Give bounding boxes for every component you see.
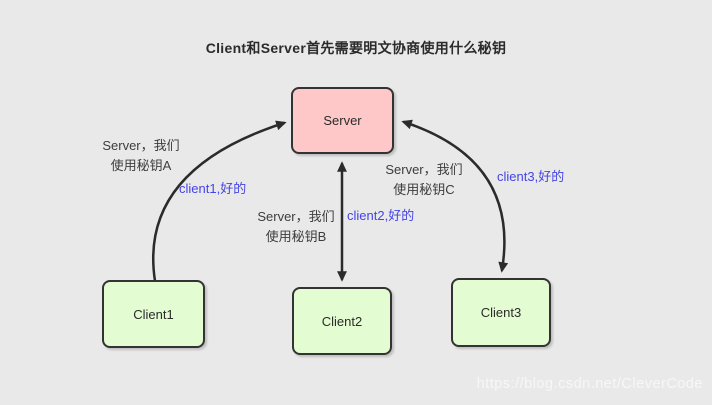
server-request-client2-line2: 使用秘钥B xyxy=(265,229,327,244)
server-node-label: Server xyxy=(323,113,362,128)
client3-node: Client3 xyxy=(451,278,551,347)
server-request-client2-line1: Server，我们 xyxy=(257,209,335,224)
server-request-client3-line2: 使用秘钥C xyxy=(393,182,455,197)
client2-reply: client2,好的 xyxy=(347,208,415,223)
server-request-client1-line2: 使用秘钥A xyxy=(110,158,172,173)
client2-node-label: Client2 xyxy=(321,313,363,329)
client1-node: Client1 xyxy=(102,280,205,348)
client1-node-label: Client1 xyxy=(133,306,174,322)
client2-node: Client2 xyxy=(292,287,392,355)
server-request-to-client3: Server，我们 使用秘钥C xyxy=(372,160,476,200)
server-request-to-client1: Server，我们 使用秘钥A xyxy=(89,136,193,176)
server-node: Server xyxy=(291,87,394,154)
server-request-client3-line1: Server，我们 xyxy=(385,162,463,177)
client1-reply: client1,好的 xyxy=(179,181,247,196)
csdn-watermark: https://blog.csdn.net/CleverCode xyxy=(476,376,703,392)
arrow-server-client3-bidirectional xyxy=(401,119,509,273)
client3-node-label: Client3 xyxy=(480,305,522,320)
server-request-client1-line1: Server，我们 xyxy=(102,138,180,153)
client3-reply: client3,好的 xyxy=(497,169,565,184)
arrow-client1-to-server xyxy=(152,120,287,283)
diagram-title: Client和Server首先需要明文协商使用什么秘钥 xyxy=(205,40,507,56)
server-request-to-client2: Server，我们 使用秘钥B xyxy=(244,207,348,247)
